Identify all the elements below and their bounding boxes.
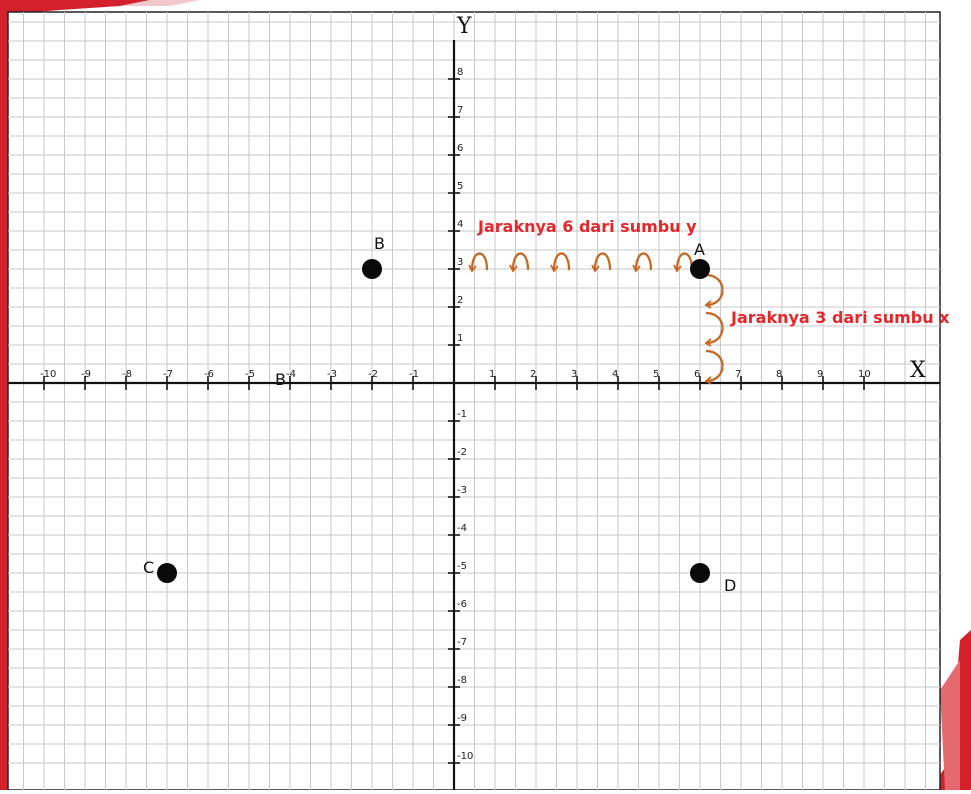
horizontal-hop-arc	[552, 252, 571, 271]
x-axis-label: X	[910, 358, 926, 383]
y-tick-label: -10	[457, 751, 473, 762]
point-label-c: C	[143, 558, 154, 577]
horizontal-hop-arrowhead	[509, 264, 518, 273]
annotation-horizontal-distance: Jaraknya 6 dari sumbu y	[477, 217, 697, 236]
x-tick-label: 5	[653, 369, 659, 380]
x-tick-label: 1	[489, 369, 495, 380]
x-tick-label: -2	[368, 369, 378, 380]
x-tick-label: -6	[204, 369, 214, 380]
y-tick-label: -6	[457, 599, 467, 610]
tick-labels: -10 -9 -8 -7 -6 -5 -4 -3 -2 -1 1 2 3 4 5 6 7 8 9 10 -10 -9 -8 -…	[40, 67, 871, 762]
y-tick-label: -5	[457, 561, 467, 572]
y-tick-label: -1	[457, 409, 467, 420]
data-points: A B C D	[143, 234, 736, 595]
point-label-d: D	[724, 576, 736, 595]
point-d	[690, 563, 710, 583]
y-axis-label: Y	[456, 14, 472, 39]
x-tick-label: 9	[817, 369, 823, 380]
y-tick-label: 2	[457, 295, 463, 306]
y-tick-label: 8	[457, 67, 463, 78]
y-tick-label: -8	[457, 675, 467, 686]
point-c	[157, 563, 177, 583]
distance-arcs	[468, 252, 724, 385]
y-tick-label: 5	[457, 181, 463, 192]
x-tick-label: -3	[327, 369, 337, 380]
tick-marks	[43, 78, 865, 764]
x-tick-label: 8	[776, 369, 782, 380]
point-a	[690, 259, 710, 279]
grid-lines	[8, 12, 940, 790]
y-tick-label: -2	[457, 447, 467, 458]
y-tick-label: 3	[457, 257, 463, 268]
point-label-b: B	[374, 234, 385, 253]
axes	[8, 40, 940, 790]
x-tick-label: 3	[571, 369, 577, 380]
horizontal-hop-arc	[634, 252, 653, 271]
horizontal-hop-arrowhead	[632, 264, 641, 273]
x-tick-label: 7	[735, 369, 741, 380]
vertical-hop-arrowhead	[704, 338, 712, 347]
horizontal-hop-arrowhead	[550, 264, 559, 273]
y-tick-label: 1	[457, 333, 463, 344]
y-tick-label: 4	[457, 219, 463, 230]
stray-axis-label: B	[275, 370, 286, 389]
vertical-hop-arrowhead	[704, 376, 712, 385]
horizontal-hop-arc	[470, 252, 489, 271]
y-tick-label: -9	[457, 713, 467, 724]
annotation-vertical-distance: Jaraknya 3 dari sumbu x	[730, 308, 950, 327]
x-tick-label: -10	[40, 369, 56, 380]
x-tick-label: -9	[81, 369, 91, 380]
vertical-hop-arrowhead	[704, 300, 712, 309]
x-tick-label: 6	[694, 369, 700, 380]
horizontal-hop-arrowhead	[468, 264, 477, 273]
x-tick-label: -5	[245, 369, 255, 380]
point-b	[362, 259, 382, 279]
x-tick-label: -4	[286, 369, 296, 380]
horizontal-hop-arc	[593, 252, 612, 271]
x-tick-label: -7	[163, 369, 173, 380]
x-tick-label: 4	[612, 369, 618, 380]
point-label-a: A	[694, 240, 705, 259]
x-tick-label: 2	[530, 369, 536, 380]
vertical-hop-arc	[705, 349, 724, 383]
y-tick-label: -7	[457, 637, 467, 648]
horizontal-hop-arrowhead	[673, 264, 682, 273]
x-tick-label: 10	[858, 369, 871, 380]
x-tick-label: -1	[409, 369, 419, 380]
x-tick-label: -8	[122, 369, 132, 380]
vertical-hop-arc	[705, 311, 724, 345]
vertical-hop-arc	[705, 273, 724, 307]
horizontal-hop-arc	[511, 252, 530, 271]
y-tick-label: 7	[457, 105, 463, 116]
y-tick-label: 6	[457, 143, 463, 154]
y-tick-label: -3	[457, 485, 467, 496]
horizontal-hop-arrowhead	[591, 264, 600, 273]
y-tick-label: -4	[457, 523, 467, 534]
